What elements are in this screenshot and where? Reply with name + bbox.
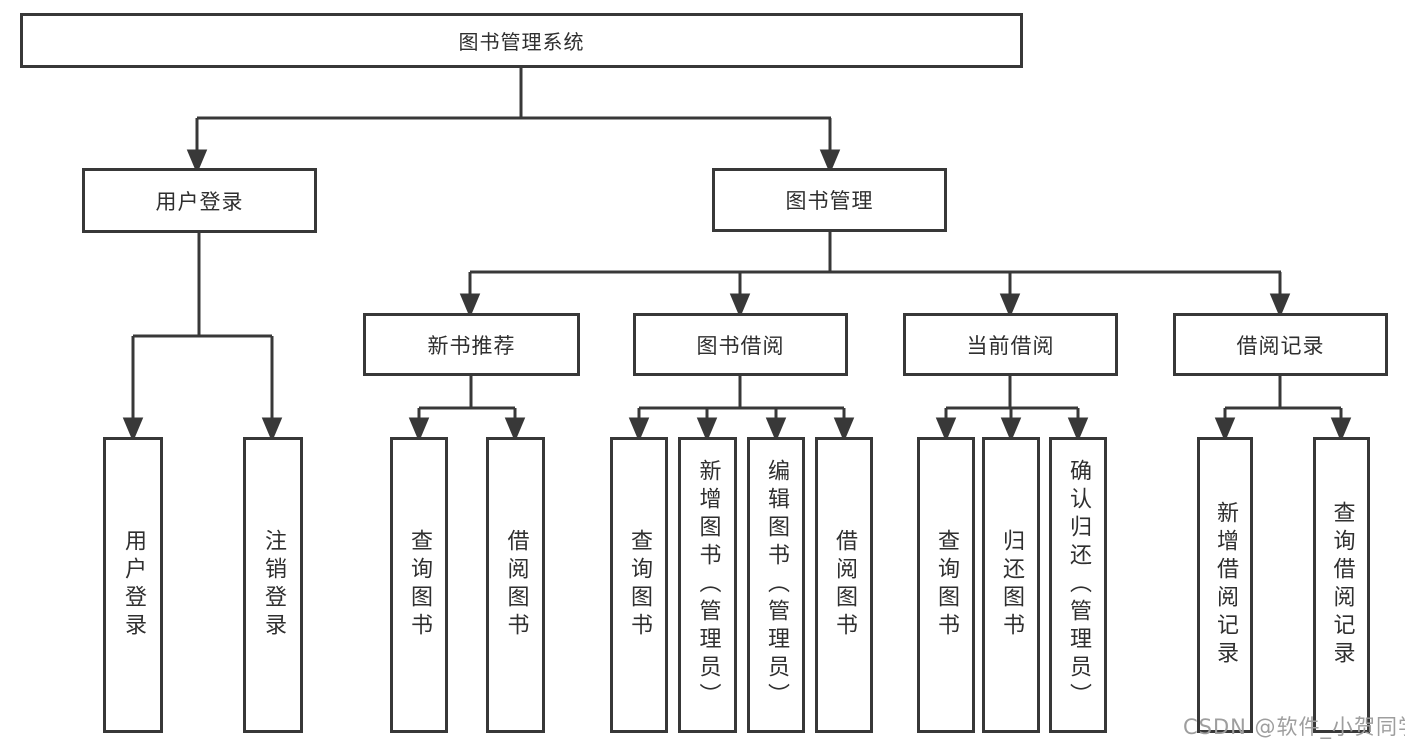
node-label: 用户登录 xyxy=(121,529,146,641)
node-label: 查询图书 xyxy=(934,529,959,641)
leaf-return-books: 归还图书 xyxy=(982,437,1040,733)
node-label: 新增图书（管理员） xyxy=(695,459,721,711)
node-label: 当前借阅 xyxy=(966,333,1055,358)
leaf-edit-books-admin: 编辑图书（管理员） xyxy=(747,437,805,733)
leaf-confirm-return-admin: 确认归还（管理员） xyxy=(1049,437,1107,733)
node-label: 注销登录 xyxy=(261,529,286,641)
node-borrowing-records: 借阅记录 xyxy=(1173,313,1388,376)
node-label: 图书管理系统 xyxy=(458,30,585,54)
leaf-add-books-admin: 新增图书（管理员） xyxy=(678,437,737,733)
node-label: 查询图书 xyxy=(627,529,652,641)
node-label: 新增借阅记录 xyxy=(1213,501,1238,669)
leaf-borrow-books: 借阅图书 xyxy=(486,437,545,733)
leaf-query-books-3: 查询图书 xyxy=(917,437,975,733)
leaf-query-borrow-record: 查询借阅记录 xyxy=(1313,437,1370,733)
node-label: 编辑图书（管理员） xyxy=(764,459,789,711)
node-current-borrowing: 当前借阅 xyxy=(903,313,1118,376)
node-user-login: 用户登录 xyxy=(82,168,317,233)
leaf-borrow-books-2: 借阅图书 xyxy=(815,437,873,733)
node-label: 确认归还（管理员） xyxy=(1066,459,1091,711)
node-library-management-system: 图书管理系统 xyxy=(20,13,1023,68)
leaf-query-books: 查询图书 xyxy=(390,437,448,733)
node-label: 新书推荐 xyxy=(427,333,516,358)
node-label: 归还图书 xyxy=(999,529,1024,641)
node-label: 查询借阅记录 xyxy=(1329,501,1355,669)
node-label: 图书管理 xyxy=(785,189,874,213)
node-book-borrowing: 图书借阅 xyxy=(633,313,848,376)
leaf-query-books-2: 查询图书 xyxy=(610,437,668,733)
node-label: 图书借阅 xyxy=(696,333,785,358)
leaf-logout: 注销登录 xyxy=(243,437,303,733)
node-label: 借阅图书 xyxy=(503,529,529,641)
node-label: 借阅记录 xyxy=(1236,333,1325,358)
node-label: 借阅图书 xyxy=(832,529,857,641)
node-label: 用户登录 xyxy=(155,189,244,214)
node-book-management: 图书管理 xyxy=(712,168,947,232)
leaf-add-borrow-record: 新增借阅记录 xyxy=(1197,437,1253,733)
node-label: 查询图书 xyxy=(407,529,432,641)
leaf-user-login: 用户登录 xyxy=(103,437,163,733)
node-new-book-recommend: 新书推荐 xyxy=(363,313,580,376)
watermark: CSDN @软件_小贺同学 xyxy=(1183,715,1405,739)
